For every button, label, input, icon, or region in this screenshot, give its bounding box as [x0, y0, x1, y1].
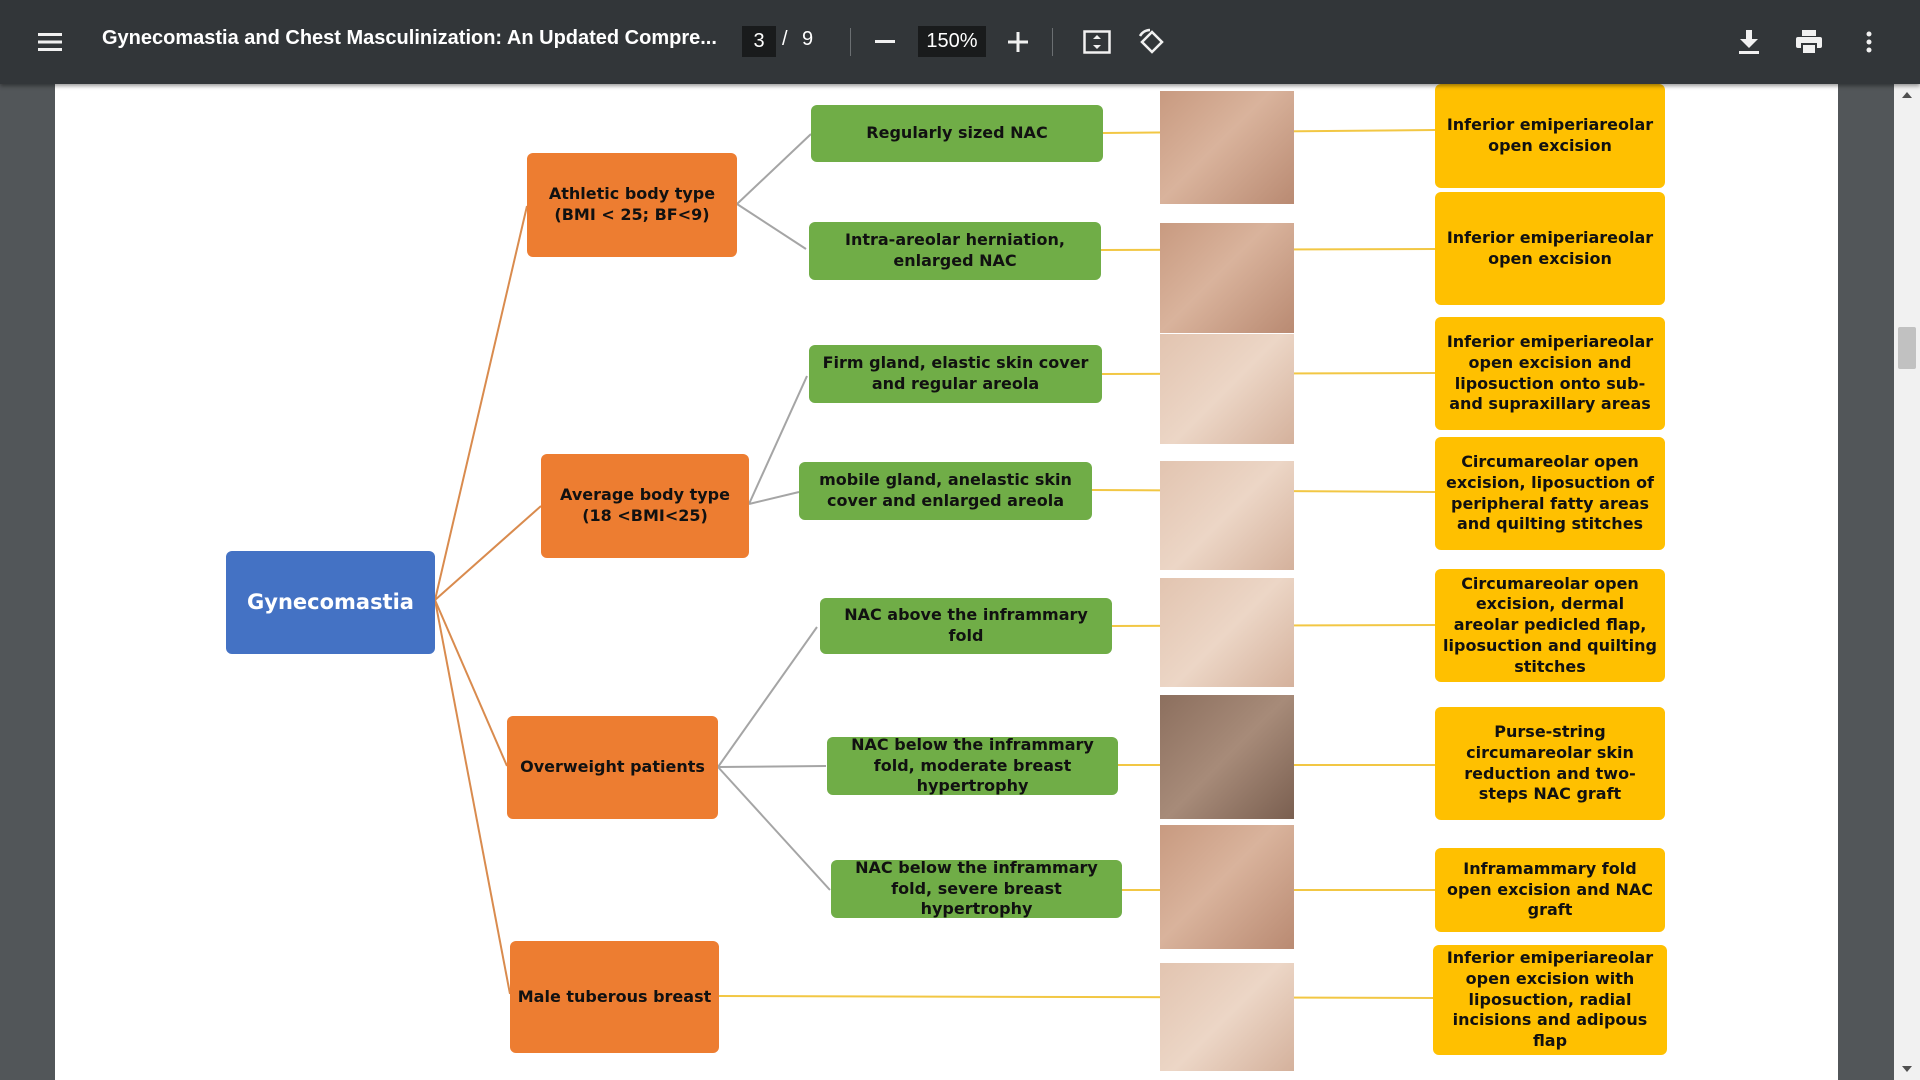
finding-node: Regularly sized NAC: [811, 105, 1103, 162]
page-separator: /: [782, 28, 788, 50]
treatment-node: Circumareolar open excision, dermal areo…: [1435, 569, 1665, 682]
body-type-node: Athletic body type (BMI < 25; BF<9): [527, 153, 737, 257]
finding-node: NAC below the inframmary fold, severe br…: [831, 858, 1122, 918]
patient-photo: [1160, 695, 1294, 819]
print-icon[interactable]: [1794, 28, 1824, 56]
download-icon[interactable]: [1736, 28, 1762, 56]
root-node-gynecomastia: Gynecomastia: [226, 551, 435, 654]
toolbar-divider: [1052, 28, 1053, 56]
body-type-node: Male tuberous breast: [510, 941, 719, 1053]
patient-photo: [1160, 963, 1294, 1071]
zoom-level-input[interactable]: 150%: [918, 26, 986, 57]
vertical-scrollbar[interactable]: [1894, 84, 1920, 1080]
patient-photo: [1160, 578, 1294, 687]
treatment-node: Inframammary fold open excision and NAC …: [1435, 848, 1665, 932]
finding-node: mobile gland, anelastic skin cover and e…: [799, 462, 1092, 520]
scroll-up-arrow-icon[interactable]: [1898, 88, 1916, 102]
treatment-node: Purse-string circumareolar skin reductio…: [1435, 707, 1665, 820]
more-options-icon[interactable]: [1856, 28, 1882, 56]
current-page-input[interactable]: 3: [742, 26, 776, 57]
document-title: Gynecomastia and Chest Masculinization: …: [102, 27, 717, 49]
finding-node: NAC above the inframmary fold: [820, 598, 1112, 654]
fit-page-icon[interactable]: [1082, 28, 1112, 56]
treatment-node: Inferior emiperiareolar open excision wi…: [1433, 945, 1667, 1055]
zoom-out-icon[interactable]: [872, 28, 898, 56]
patient-photo: [1160, 223, 1294, 333]
hamburger-menu-icon[interactable]: [36, 28, 64, 56]
finding-node: Intra-areolar herniation, enlarged NAC: [809, 222, 1101, 280]
patient-photo: [1160, 91, 1294, 204]
scrollbar-thumb[interactable]: [1898, 327, 1916, 369]
toolbar-divider: [850, 28, 851, 56]
body-type-node: Average body type (18 <BMI<25): [541, 454, 749, 558]
scroll-down-arrow-icon[interactable]: [1898, 1062, 1916, 1076]
rotate-icon[interactable]: [1136, 26, 1168, 58]
pdf-toolbar: Gynecomastia and Chest Masculinization: …: [0, 0, 1920, 84]
zoom-in-icon[interactable]: [1004, 28, 1032, 56]
treatment-node: Circumareolar open excision, liposuction…: [1435, 437, 1665, 550]
patient-photo: [1160, 461, 1294, 570]
finding-node: Firm gland, elastic skin cover and regul…: [809, 345, 1102, 403]
total-pages: 9: [802, 28, 814, 50]
patient-photo: [1160, 825, 1294, 949]
finding-node: NAC below the inframmary fold, moderate …: [827, 735, 1118, 795]
treatment-node: Inferior emiperiareolar open excision an…: [1435, 317, 1665, 430]
body-type-node: Overweight patients: [507, 716, 718, 819]
treatment-node: Inferior emiperiareolar open excision: [1435, 84, 1665, 188]
patient-photo: [1160, 334, 1294, 444]
pdf-page: Gynecomastia Athletic body type (BMI < 2…: [55, 84, 1838, 1080]
treatment-node: Inferior emiperiareolar open excision: [1435, 192, 1665, 305]
